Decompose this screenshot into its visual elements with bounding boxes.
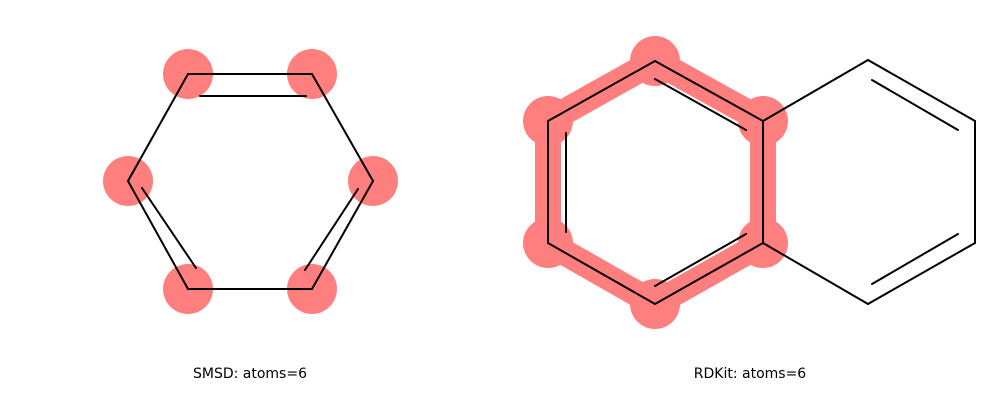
- bond: [867, 59, 976, 122]
- bond: [762, 59, 869, 122]
- smsd-panel: SMSD: atoms=6: [103, 49, 398, 382]
- double-bond-inner: [871, 233, 959, 285]
- ring-highlight: [535, 48, 776, 317]
- bond-highlights: [535, 48, 776, 317]
- bonds: [547, 59, 976, 305]
- smsd-caption: SMSD: atoms=6: [192, 366, 307, 382]
- bond: [547, 60, 656, 122]
- double-bond-inner: [654, 233, 747, 287]
- double-bond-inner: [871, 79, 959, 131]
- bond: [762, 242, 869, 305]
- bond: [654, 60, 764, 122]
- atom-highlights: [103, 49, 398, 314]
- bond: [127, 180, 189, 290]
- double-bond-inner: [654, 78, 747, 131]
- bond: [654, 242, 764, 305]
- double-bond-inner: [304, 188, 359, 271]
- bond: [311, 180, 374, 290]
- bond: [547, 242, 656, 305]
- double-bond-inner: [141, 187, 197, 269]
- bond: [311, 73, 374, 182]
- rdkit-caption: RDKit: atoms=6: [693, 366, 807, 382]
- bonds: [127, 73, 374, 290]
- benzene-structure: [103, 49, 398, 314]
- rdkit-panel: RDKit: atoms=6: [500, 0, 1000, 400]
- naphthalene-structure: [523, 36, 976, 329]
- bond: [127, 73, 189, 182]
- bond: [867, 242, 976, 305]
